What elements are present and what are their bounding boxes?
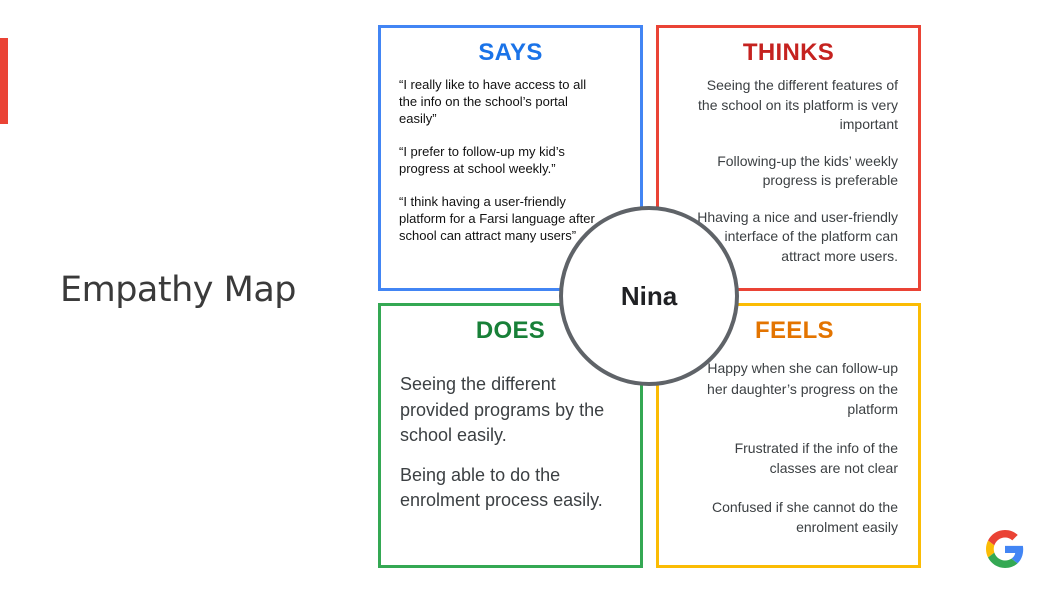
says-quadrant: SAYS “I really like to have access to al…: [378, 25, 643, 291]
does-item: Seeing the different provided programs b…: [400, 374, 605, 445]
google-g-logo-icon: [986, 530, 1024, 568]
feels-title: FEELS: [755, 317, 834, 344]
persona-circle: Nina: [559, 206, 739, 386]
page-title: Empathy Map: [60, 270, 296, 310]
thinks-title: THINKS: [742, 39, 835, 66]
does-item: Being able to do the enrolment process e…: [400, 464, 603, 511]
thinks-list: Seeing the different features of the sch…: [693, 76, 898, 283]
says-list: “I really like to have access to all the…: [399, 76, 599, 260]
feels-item: Happy when she can follow-up her daughte…: [707, 360, 898, 417]
says-item: “I prefer to follow-up my kid’s progress…: [399, 144, 565, 176]
feels-item: Confused if she cannot do the enrolment …: [711, 498, 898, 536]
thinks-item: Hhaving a nice and user-friendly interfa…: [697, 208, 898, 264]
feels-item: Frustrated if the info of the classes ar…: [734, 439, 898, 477]
does-title: DOES: [475, 317, 546, 344]
says-item: “I really like to have access to all the…: [399, 77, 587, 126]
says-title: SAYS: [478, 39, 543, 66]
thinks-item: Seeing the different features of the sch…: [698, 77, 898, 132]
does-list: Seeing the different provided programs b…: [400, 372, 615, 528]
accent-bar: [0, 38, 8, 124]
thinks-item: Following-up the kids’ weekly progress i…: [717, 152, 898, 189]
says-item: “I think having a user-friendly platform…: [399, 194, 595, 243]
feels-list: Happy when she can follow-up her daughte…: [688, 358, 898, 556]
persona-name: Nina: [620, 280, 678, 311]
